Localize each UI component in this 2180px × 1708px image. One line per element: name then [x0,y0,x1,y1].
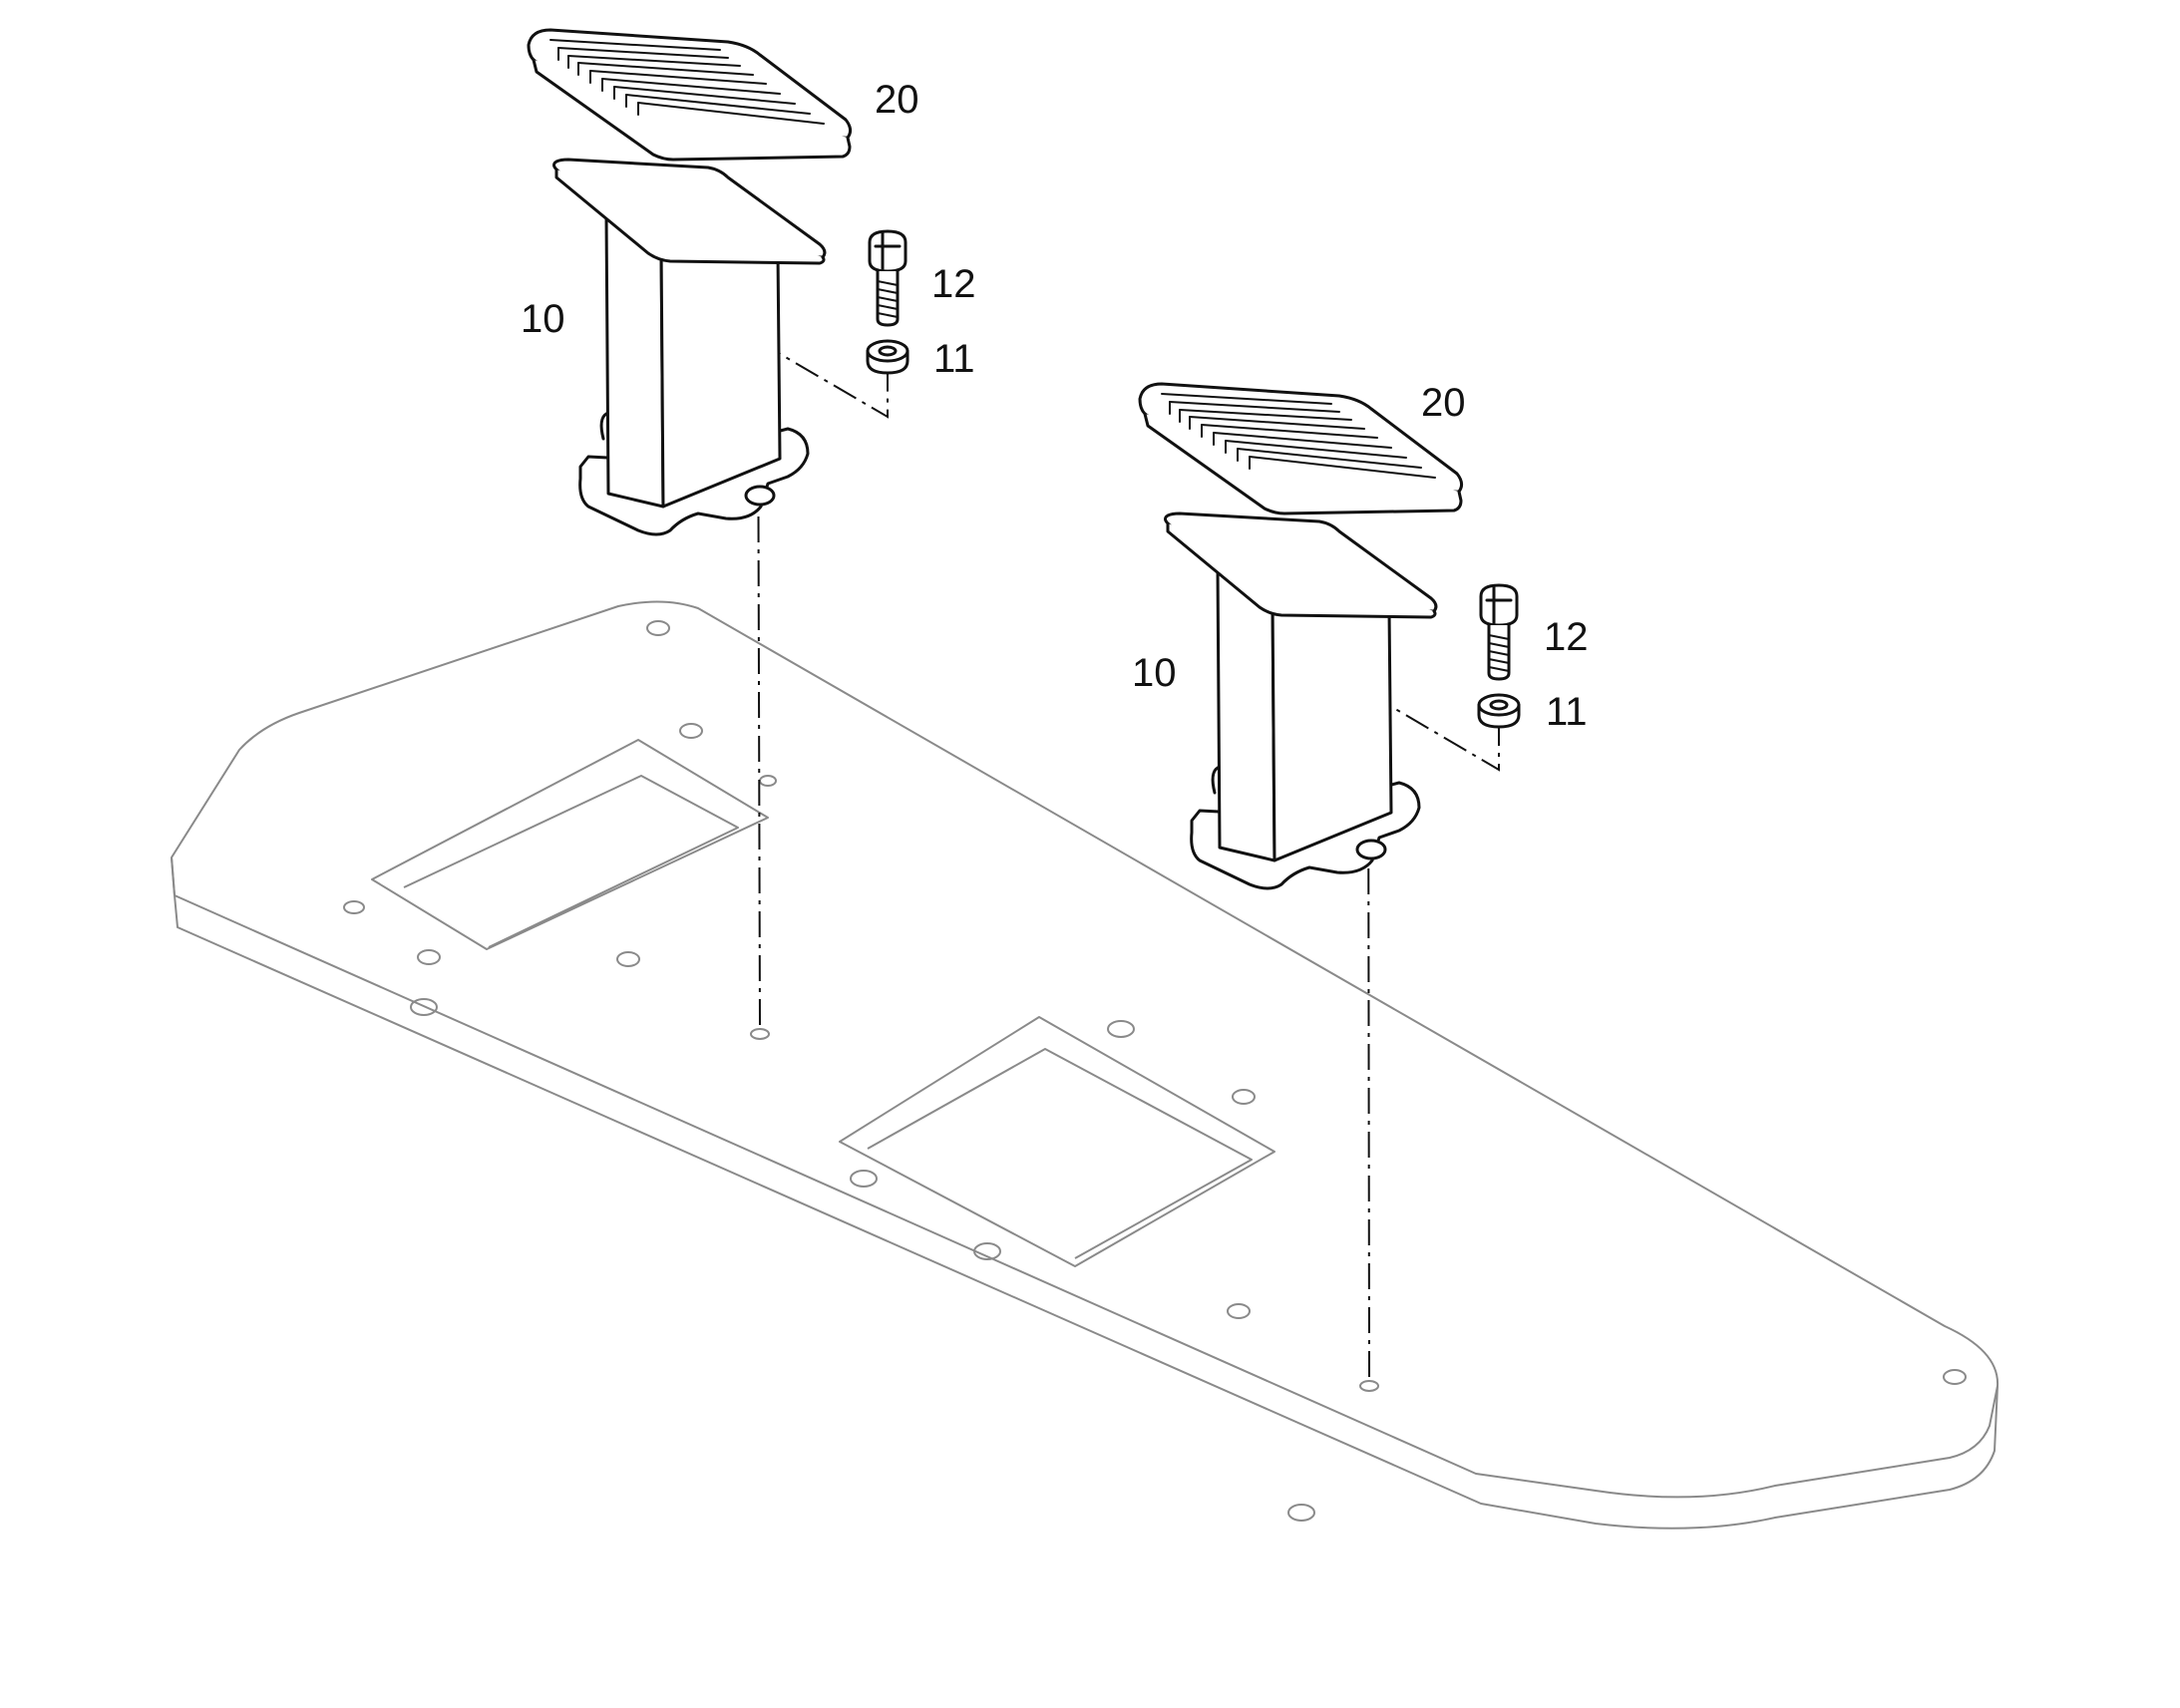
plate-hole-pedal-right [1359,1380,1379,1392]
right-pedal-plate-edge [1166,521,1437,619]
plate-hole [1107,1020,1135,1038]
left-pedal-pad [527,28,853,162]
right-bolt-thread [1488,634,1510,672]
right-bolt [1479,583,1519,681]
left-pedal-body [552,158,827,536]
plate-hole-pedal-left [750,1028,770,1040]
centerline-right-bolt [1367,692,1500,772]
left-washer-hole [878,345,898,357]
plate-hole [1227,1303,1251,1319]
plate-hole [1232,1089,1256,1105]
plate-hole [679,723,703,739]
right-pedal-flange-hole [1355,839,1387,860]
centerline-left-vertical [757,340,761,1028]
right-bolt-head [1479,583,1519,627]
left-bolt-head-edge [874,230,902,272]
left-washer [866,339,909,375]
right-washer [1477,693,1521,729]
callout-left-washer: 11 [933,337,975,381]
callout-right-pad: 20 [1421,381,1466,425]
base-plate-side-edge [174,894,1998,1530]
right-pedal-assembly [1138,382,1521,890]
callout-left-pad: 20 [875,78,919,122]
left-pad-groove-ends [557,47,639,116]
callout-labels: 20 10 12 11 20 10 12 11 [521,78,1589,734]
plate-hole [417,949,441,965]
plate-hole [850,1170,878,1188]
plate-hole [410,998,438,1016]
base-plate-cutout-middle [839,1016,1275,1267]
base-plate-front-edge [171,856,176,896]
left-pad-grooves [549,39,825,125]
plate-hole [1287,1504,1315,1522]
left-bolt-head [868,229,908,273]
right-pedal-body [1164,512,1438,890]
left-pedal-flange-hole [744,485,776,507]
left-pedal-post-right [659,242,782,509]
plate-hole [616,951,640,967]
left-pedal-plate-edge [554,168,826,265]
right-pedal-pad [1138,382,1464,515]
centerline-right-vertical [1367,692,1370,1379]
callout-right-washer: 11 [1546,690,1588,734]
right-bolt-head-edge [1485,584,1513,626]
right-pedal-gusset [1211,766,1220,795]
callout-left-pedal: 10 [521,297,565,341]
right-pedal-post-right [1271,596,1393,862]
left-bolt [868,229,908,327]
callout-left-bolt: 12 [931,262,976,306]
plate-hole [1943,1369,1967,1385]
centerline-left-bolt [757,340,889,419]
left-pedal-gusset [599,412,608,441]
assembly-centerlines [757,340,1500,1379]
base-plate-top-outline [171,600,1999,1499]
plate-hole [646,620,670,636]
plate-hole [973,1242,1001,1260]
callout-right-bolt: 12 [1544,615,1589,659]
plate-hole [759,775,777,787]
base-plate-cutout-left [371,739,769,950]
right-pad-groove-ends [1169,401,1251,470]
right-pad-grooves [1161,393,1436,479]
callout-right-pedal: 10 [1132,651,1177,695]
base-plate [171,600,1999,1530]
left-bolt-thread [877,280,899,318]
plate-hole [343,900,365,914]
left-pedal-assembly [527,28,909,536]
right-washer-hole [1489,699,1509,711]
